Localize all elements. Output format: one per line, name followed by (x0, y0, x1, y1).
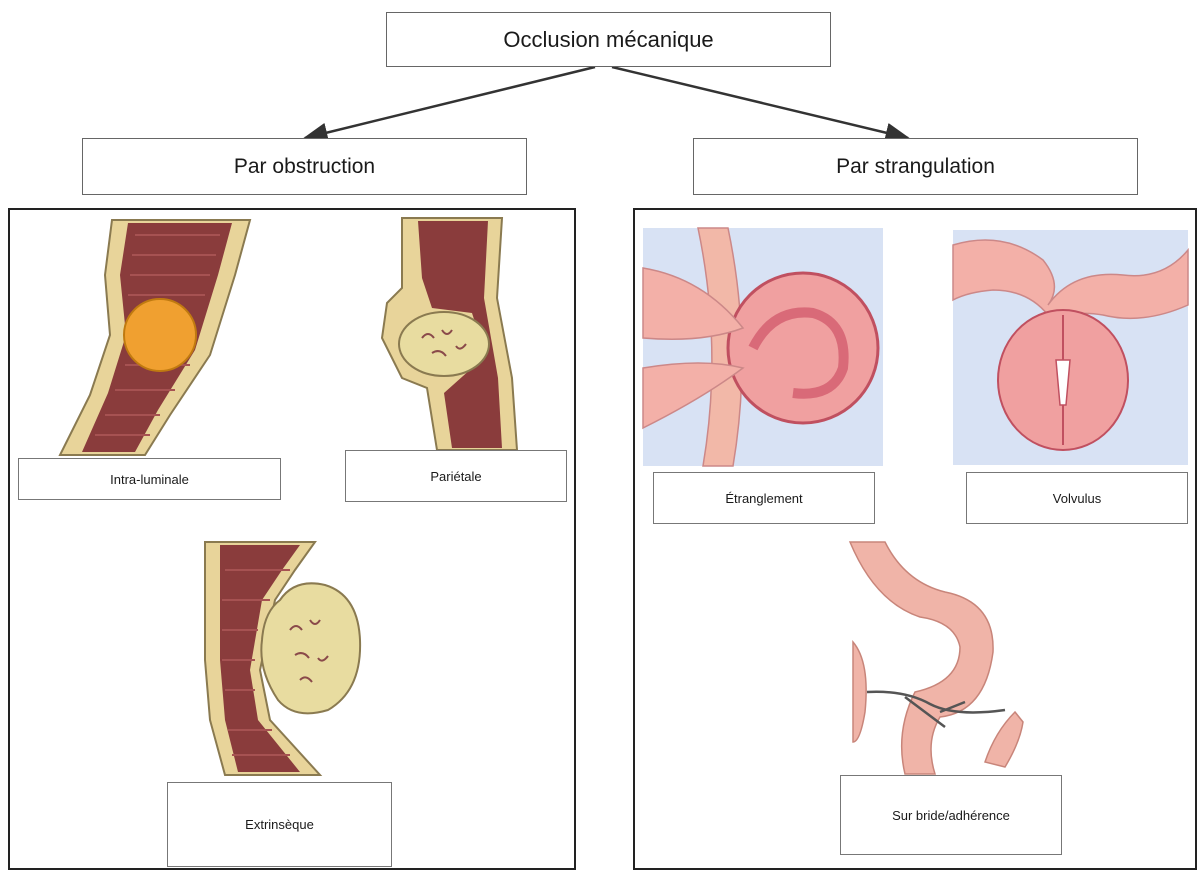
root-node: Occlusion mécanique (386, 12, 831, 67)
adhesion-band-illustration (845, 542, 1025, 774)
branch-obstruction-label: Par obstruction (234, 155, 375, 179)
volvulus-illustration (953, 230, 1188, 465)
label-parietale: Pariétale (345, 450, 567, 502)
root-label: Occlusion mécanique (503, 27, 713, 53)
intraluminal-illustration (50, 215, 260, 460)
label-bride-adherence-text: Sur bride/adhérence (892, 808, 1010, 823)
extrinsic-illustration (200, 540, 370, 780)
arrow-to-obstruction (305, 67, 595, 138)
label-intraluminale-text: Intra-luminale (110, 472, 189, 487)
branch-obstruction: Par obstruction (82, 138, 527, 195)
label-extrinseque-text: Extrinsèque (245, 817, 314, 832)
label-extrinseque: Extrinsèque (167, 782, 392, 867)
calculus-shape (124, 299, 196, 371)
parietal-illustration (372, 218, 532, 453)
label-etranglement: Étranglement (653, 472, 875, 524)
arrow-to-strangulation (612, 67, 908, 138)
parietal-tumor-shape (399, 312, 489, 376)
label-volvulus: Volvulus (966, 472, 1188, 524)
strangulated-loop-shape (728, 273, 878, 423)
label-volvulus-text: Volvulus (1053, 491, 1101, 506)
label-intraluminale: Intra-luminale (18, 458, 281, 500)
label-etranglement-text: Étranglement (725, 491, 802, 506)
label-bride-adherence: Sur bride/adhérence (840, 775, 1062, 855)
branch-strangulation-label: Par strangulation (836, 155, 995, 179)
branch-strangulation: Par strangulation (693, 138, 1138, 195)
extrinsic-tumor-shape (261, 583, 360, 713)
label-parietale-text: Pariétale (430, 469, 481, 484)
strangulation-hernia-illustration (643, 228, 883, 466)
